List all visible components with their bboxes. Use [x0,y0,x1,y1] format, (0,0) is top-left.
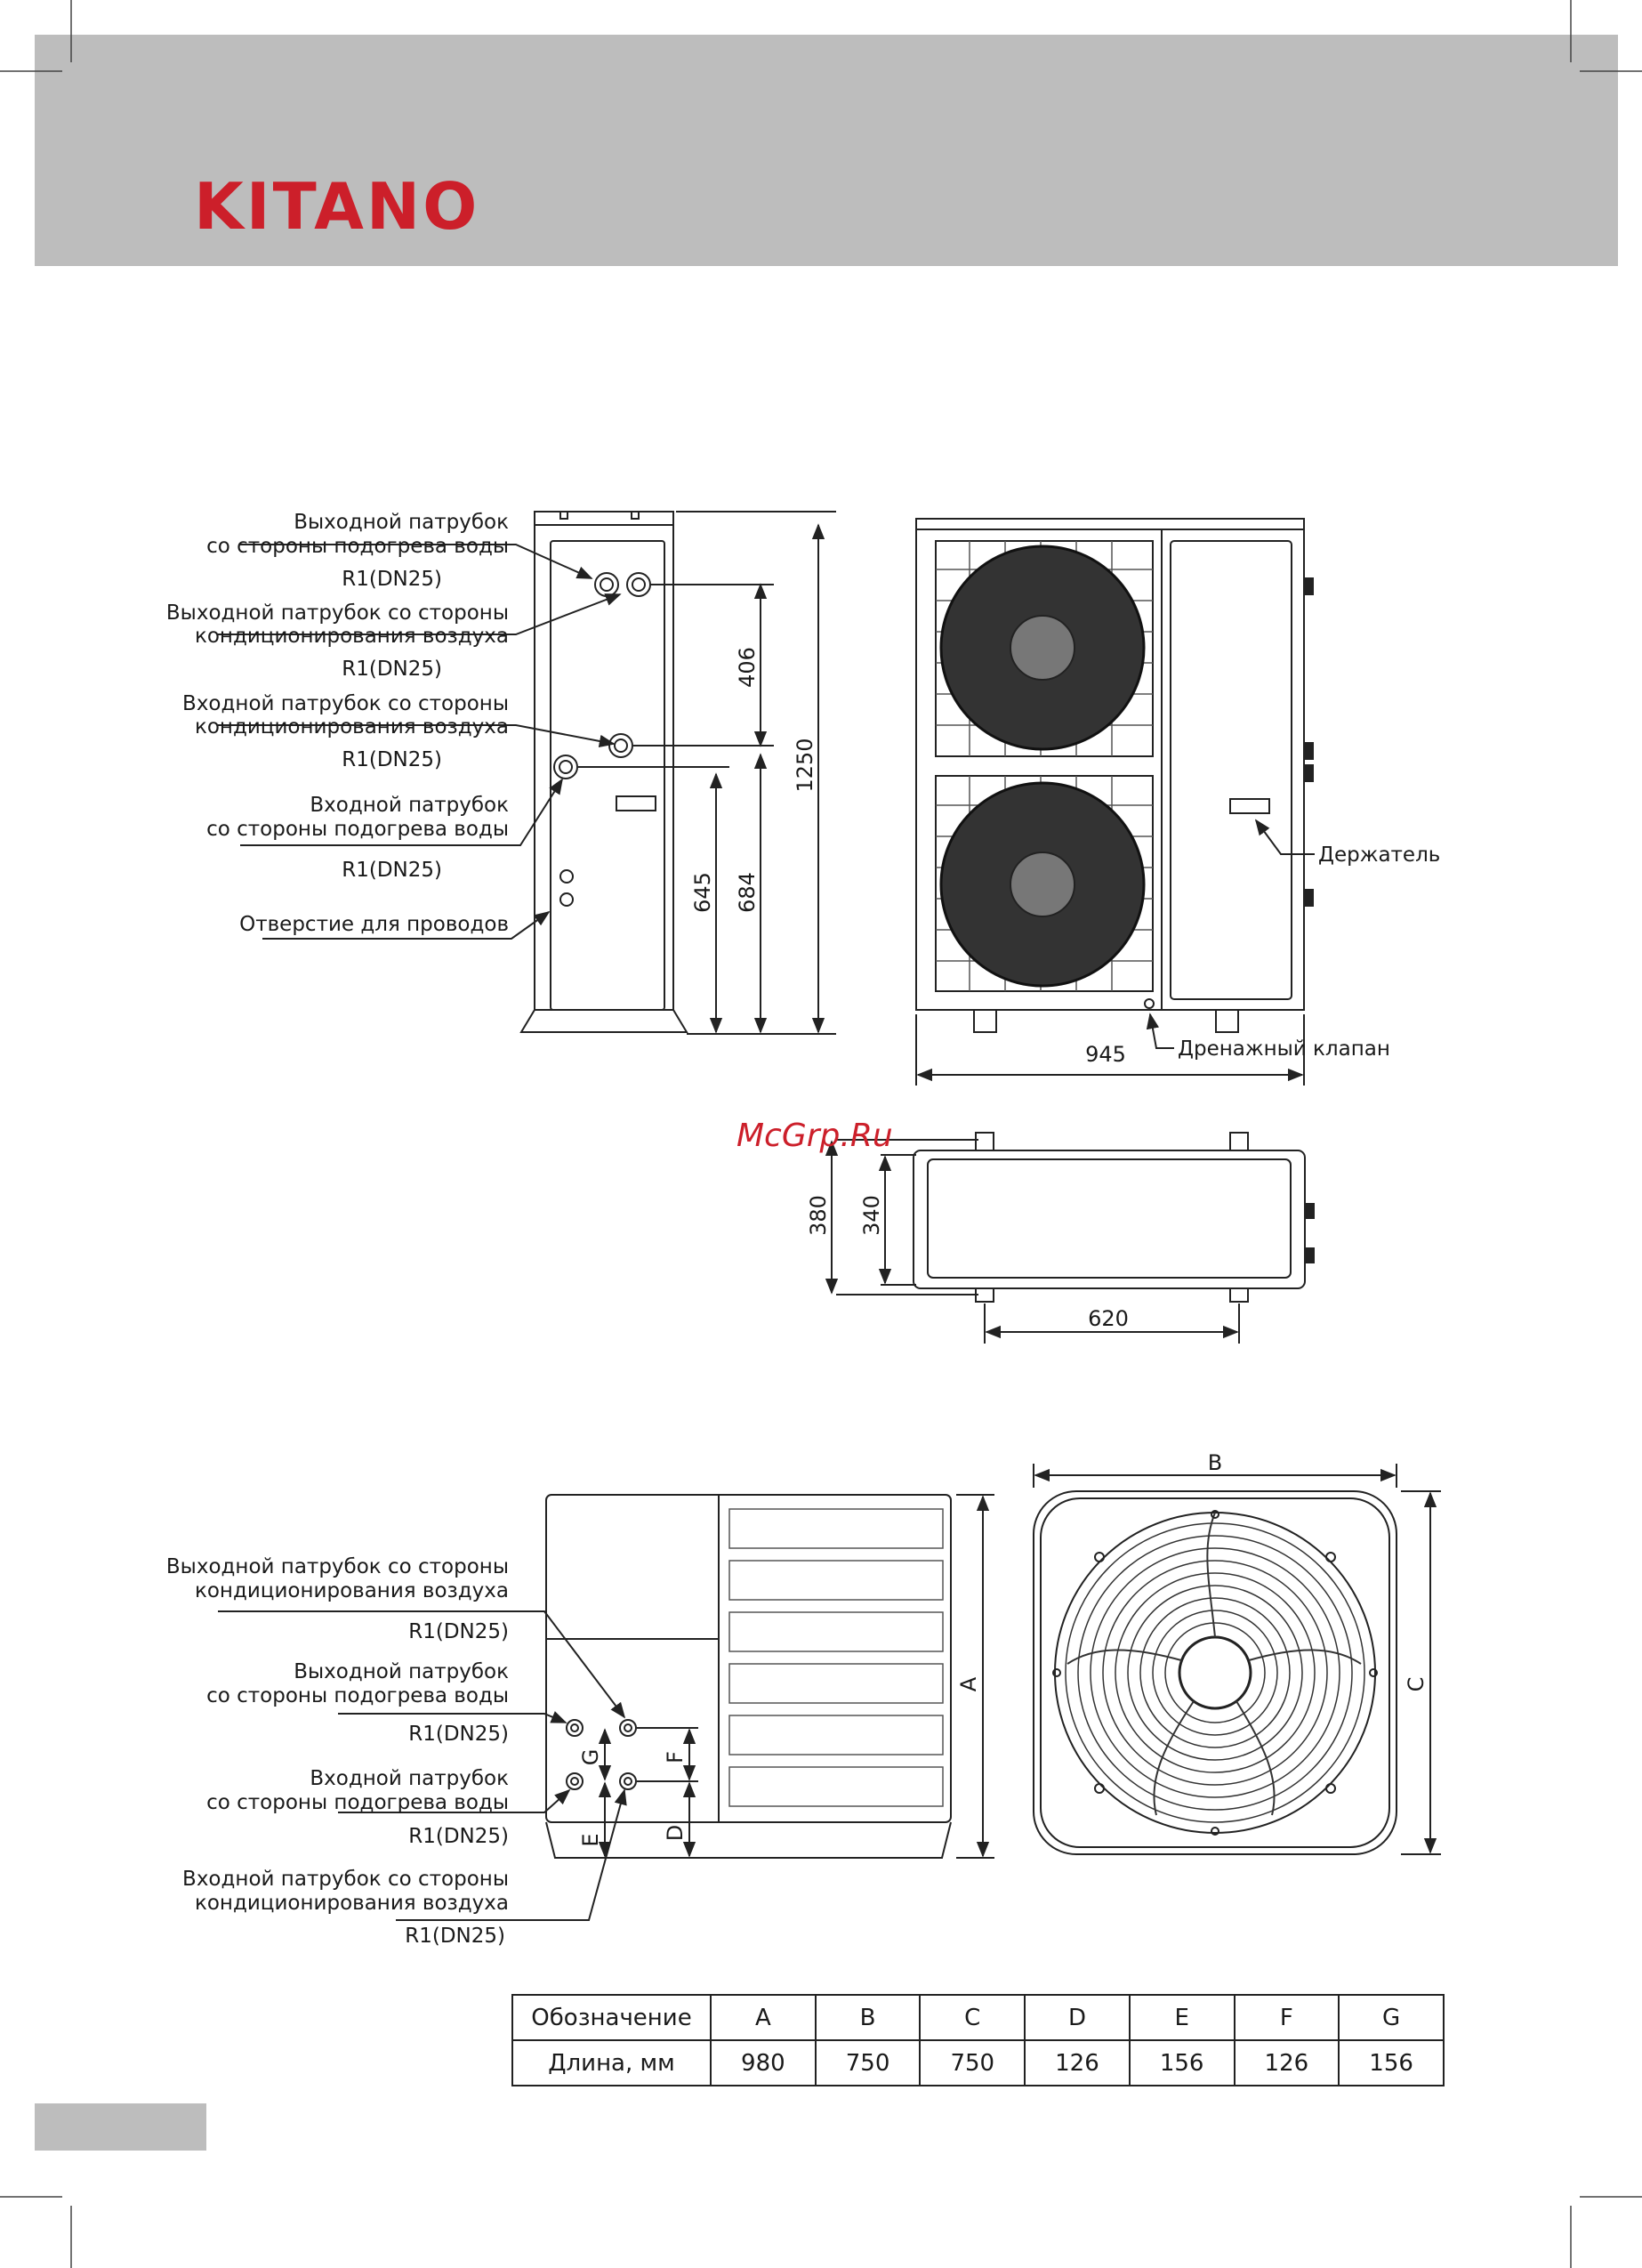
m2-label-ac-in-1: Входной патрубок со стороны [182,1868,509,1891]
size-hot-out: R1(DN25) [342,568,442,591]
table-header-cell: E [1128,1994,1236,2041]
dim-684: 684 [735,872,760,913]
header-band [35,35,1618,266]
size-hot-in: R1(DN25) [342,859,442,882]
table-cell: 980 [710,2039,817,2086]
label-ac-in-1: Входной патрубок со стороны [182,692,509,715]
table-cell: Длина, мм [511,2039,712,2086]
m2-size-ac-out: R1(DN25) [408,1620,509,1643]
label-ac-out-2: кондиционирования воздуха [195,625,509,648]
m2-size-hot-out: R1(DN25) [408,1723,509,1746]
label-ac-out-1: Выходной патрубок со стороны [166,601,509,625]
table-cell: 126 [1233,2039,1340,2086]
table-header-cell: D [1024,1994,1131,2041]
m2-label-ac-in-2: кондиционирования воздуха [195,1892,509,1915]
table-cell: 156 [1338,2039,1445,2086]
side-view [915,518,1315,1086]
dim-A: A [956,1676,981,1691]
table-header-cell: G [1338,1994,1445,2041]
table-header-row: Обозначение A B C D E F G [511,1994,1445,2041]
dim-645: 645 [690,872,715,913]
dim-G: G [578,1749,603,1766]
label-drain: Дренажный клапан [1178,1037,1390,1061]
dim-C: C [1404,1677,1429,1692]
size-ac-out: R1(DN25) [342,658,442,681]
model2-side-view [218,1494,994,1921]
dim-B: B [1208,1450,1222,1475]
dimensions-table: Обозначение A B C D E F G Длина, мм 980 … [511,1994,1445,2086]
table-row: Длина, мм 980 750 750 126 156 126 156 [511,2039,1445,2086]
m2-label-hot-in-1: Входной патрубок [310,1767,509,1790]
table-cell: 156 [1128,2039,1236,2086]
footer-band [35,2103,206,2151]
dim-945: 945 [1085,1042,1126,1067]
table-header-cell: A [710,1994,817,2041]
m2-size-hot-in: R1(DN25) [408,1825,509,1848]
label-hot-out-1: Выходной патрубок [294,511,509,534]
model2-fan-view [1033,1464,1441,1855]
dim-E: E [578,1833,603,1846]
m2-label-ac-out-2: кондиционирования воздуха [195,1579,509,1602]
label-hot-in-2: со стороны подогрева воды [206,818,509,841]
label-holder: Держатель [1318,843,1440,867]
table-header-cell: C [919,1994,1026,2041]
m2-size-ac-in: R1(DN25) [405,1925,505,1948]
m2-label-hot-out-2: со стороны подогрева воды [206,1684,509,1707]
label-wire-hole: Отверстие для проводов [239,913,509,936]
label-ac-in-2: кондиционирования воздуха [195,715,509,739]
table-header-cell: B [814,1994,922,2041]
m2-label-hot-in-2: со стороны подогрева воды [206,1791,509,1814]
table-cell: 750 [814,2039,922,2086]
dim-340: 340 [859,1195,884,1236]
dim-F: F [663,1751,688,1764]
m2-label-hot-out-1: Выходной патрубок [294,1660,509,1683]
label-hot-out-2: со стороны подогрева воды [206,535,509,558]
brand-logo: KITANO [194,169,480,244]
label-hot-in-1: Входной патрубок [310,794,509,817]
table-header-cell: Обозначение [511,1994,712,2041]
table-header-cell: F [1233,1994,1340,2041]
m2-label-ac-out-1: Выходной патрубок со стороны [166,1555,509,1578]
top-view [825,1132,1315,1344]
table-cell: 126 [1024,2039,1131,2086]
front-view [218,511,836,1035]
dim-620: 620 [1088,1306,1129,1331]
dim-406: 406 [735,647,760,688]
dim-D: D [663,1825,688,1841]
dim-1250: 1250 [793,738,817,792]
size-ac-in: R1(DN25) [342,748,442,771]
watermark: McGrp.Ru [736,1118,893,1154]
dim-380: 380 [806,1195,831,1236]
table-cell: 750 [919,2039,1026,2086]
